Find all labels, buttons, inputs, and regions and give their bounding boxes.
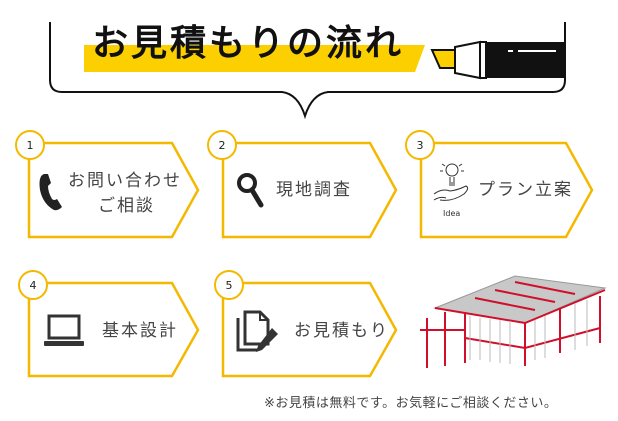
page-title: お見積もりの流れ: [92, 22, 405, 64]
free-estimate-note: ※お見積は無料です。お気軽にご相談ください。: [264, 396, 558, 411]
phone-icon: [39, 174, 62, 211]
step-1-frame: [27, 141, 200, 239]
step-3-label: プラン立案: [478, 180, 573, 200]
step-5-number: 5: [214, 270, 244, 300]
laptop-icon: [44, 314, 84, 346]
step-5-frame: [221, 281, 398, 378]
marker-pen-icon: [430, 40, 566, 80]
step-4-number: 4: [18, 270, 48, 300]
idea-bulb-hand-icon: [433, 163, 469, 201]
step-2-label: 現地調査: [276, 180, 352, 200]
step-3-number: 3: [405, 130, 435, 160]
step-3-frame: [419, 141, 594, 239]
step-4-label: 基本設計: [102, 321, 178, 341]
title-highlight: [84, 45, 425, 72]
idea-caption: Idea: [443, 209, 461, 218]
header-speech-bubble: [49, 22, 566, 120]
documents-pen-icon: [236, 310, 278, 352]
step-2-number: 2: [207, 130, 237, 160]
step-1-number: 1: [15, 130, 45, 160]
step-1-label-line1: お問い合わせ: [68, 171, 182, 191]
step-1-label-line2: ご相談: [98, 196, 155, 216]
step-5-label: お見積もり: [294, 321, 389, 341]
step-4-frame: [27, 281, 200, 378]
step-2-frame: [221, 141, 398, 239]
magnifier-icon: [237, 173, 264, 208]
house-frame-image: [420, 275, 607, 368]
